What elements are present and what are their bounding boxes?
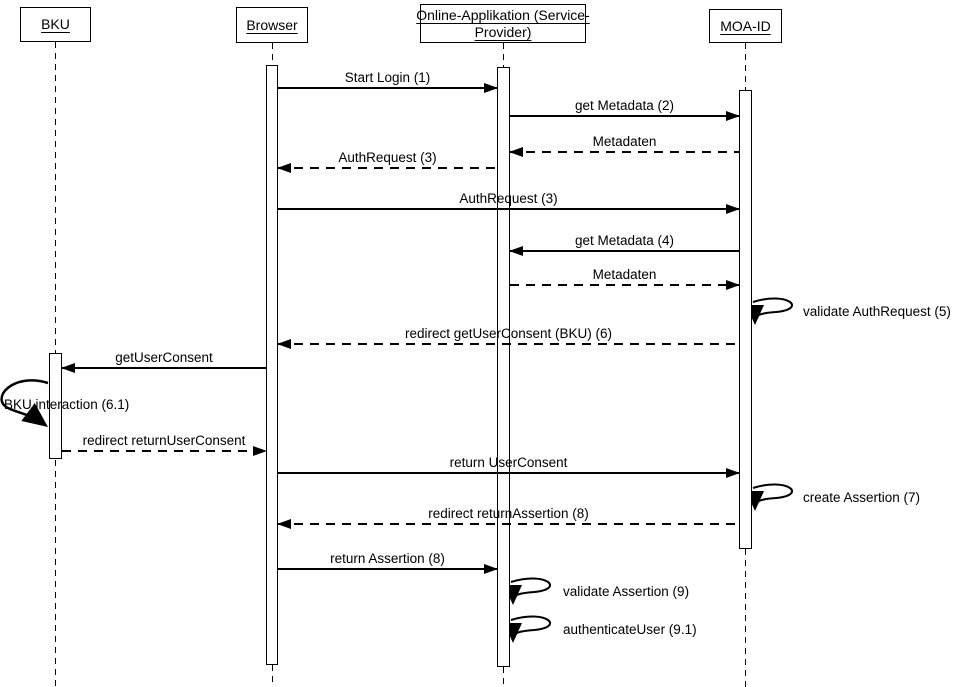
arrow-line	[278, 208, 739, 210]
lifeline-online-app-bottom	[503, 667, 504, 687]
arrowhead-left-icon	[277, 163, 291, 173]
actor-box-moa-id: MOA-ID	[709, 9, 782, 43]
actor-box-browser: Browser	[236, 7, 308, 43]
arrow-line-dashed	[510, 284, 739, 286]
arrowhead-left-icon	[509, 147, 523, 157]
message-label: AuthRequest (3)	[459, 191, 558, 206]
arrow-line	[278, 87, 497, 89]
message-label: get Metadata (2)	[574, 98, 675, 113]
arrowhead-left-icon	[61, 363, 75, 373]
arrowhead-right-icon	[726, 468, 740, 478]
message-label: redirect returnUserConsent	[82, 433, 246, 448]
arrow-line	[62, 367, 266, 369]
message-return-userconsent: return UserConsent	[278, 455, 740, 478]
arrowhead-right-icon	[484, 564, 498, 574]
arrowhead-right-icon	[726, 280, 740, 290]
arrowhead-left-icon	[509, 246, 523, 256]
lifeline-moa-id-top	[745, 43, 746, 91]
activation-bar-moa-id	[739, 90, 752, 549]
message-label: Metadaten	[592, 267, 657, 282]
self-loop-bku-interaction	[0, 379, 49, 427]
message-label: get Metadata (4)	[574, 233, 675, 248]
lifeline-online-app-top	[503, 43, 504, 68]
self-loop-create-assertion	[752, 483, 793, 511]
arrow-line	[510, 115, 739, 117]
message-get-metadata-4: get Metadata (4)	[509, 233, 739, 256]
activation-bar-browser	[266, 65, 278, 665]
self-message-label: validate AuthRequest (5)	[803, 304, 951, 319]
message-redirect-returnuserconsent: redirect returnUserConsent	[62, 433, 267, 456]
arrow-line-dashed	[278, 167, 497, 169]
actor-label-bku: BKU	[41, 16, 70, 32]
arrow-line-dashed	[510, 151, 739, 153]
message-label: Metadaten	[592, 134, 657, 149]
arrowhead-right-icon	[253, 446, 267, 456]
actor-label-online-app-line2: Provider)	[474, 23, 532, 40]
message-redirect-returnassertion: redirect returnAssertion (8)	[277, 506, 739, 529]
lifeline-browser-bottom	[272, 665, 273, 687]
activation-bar-bku	[49, 353, 62, 459]
arrow-line-dashed	[62, 450, 266, 452]
message-redirect-getuserconsent: redirect getUserConsent (BKU) (6)	[277, 326, 739, 349]
self-loop-validate-authrequest	[752, 297, 793, 325]
message-authrequest-to-browser: AuthRequest (3)	[277, 150, 497, 173]
self-message-label: BKU interaction (6.1)	[4, 397, 130, 412]
arrowhead-left-icon	[277, 519, 291, 529]
message-get-metadata-2: get Metadata (2)	[510, 98, 740, 121]
lifeline-moa-id-bottom	[745, 549, 746, 687]
arrowhead-right-icon	[726, 204, 740, 214]
message-authrequest-to-moaid: AuthRequest (3)	[278, 191, 740, 214]
message-label: redirect returnAssertion (8)	[428, 506, 589, 521]
arrowhead-left-icon	[277, 339, 291, 349]
actor-label-browser: Browser	[246, 16, 298, 33]
lifeline-browser-top	[272, 43, 273, 66]
message-start-login: Start Login (1)	[278, 70, 498, 93]
self-message-label: create Assertion (7)	[803, 490, 921, 505]
message-label: redirect getUserConsent (BKU) (6)	[404, 326, 613, 341]
arrowhead-right-icon	[726, 111, 740, 121]
actor-box-online-app: Online-Applikation (Service- Provider)	[416, 4, 590, 43]
message-label: getUserConsent	[115, 350, 213, 365]
self-message-label: validate Assertion (9)	[563, 584, 690, 599]
arrow-line	[278, 472, 739, 474]
arrow-line	[510, 250, 739, 252]
arrow-line-dashed	[278, 343, 739, 345]
message-label: AuthRequest (3)	[338, 150, 437, 165]
arrow-line	[278, 568, 497, 570]
message-getuserconsent: getUserConsent	[61, 350, 266, 373]
actor-box-bku: BKU	[20, 7, 91, 42]
message-label: return UserConsent	[449, 455, 568, 470]
message-return-assertion: return Assertion (8)	[278, 551, 498, 574]
message-metadaten-1: Metadaten	[509, 134, 739, 157]
activation-bar-online-app	[497, 67, 510, 667]
self-message-label: authenticateUser (9.1)	[563, 622, 697, 637]
arrow-line-dashed	[278, 523, 739, 525]
message-label: return Assertion (8)	[330, 551, 445, 566]
message-label: Start Login (1)	[344, 70, 431, 85]
message-metadaten-2: Metadaten	[510, 267, 740, 290]
actor-label-online-app-line1: Online-Applikation (Service-	[416, 6, 590, 23]
arrowhead-right-icon	[484, 83, 498, 93]
actor-label-moa-id: MOA-ID	[720, 17, 771, 34]
self-loop-validate-assertion	[510, 577, 551, 605]
self-loop-authenticateuser	[510, 615, 551, 643]
